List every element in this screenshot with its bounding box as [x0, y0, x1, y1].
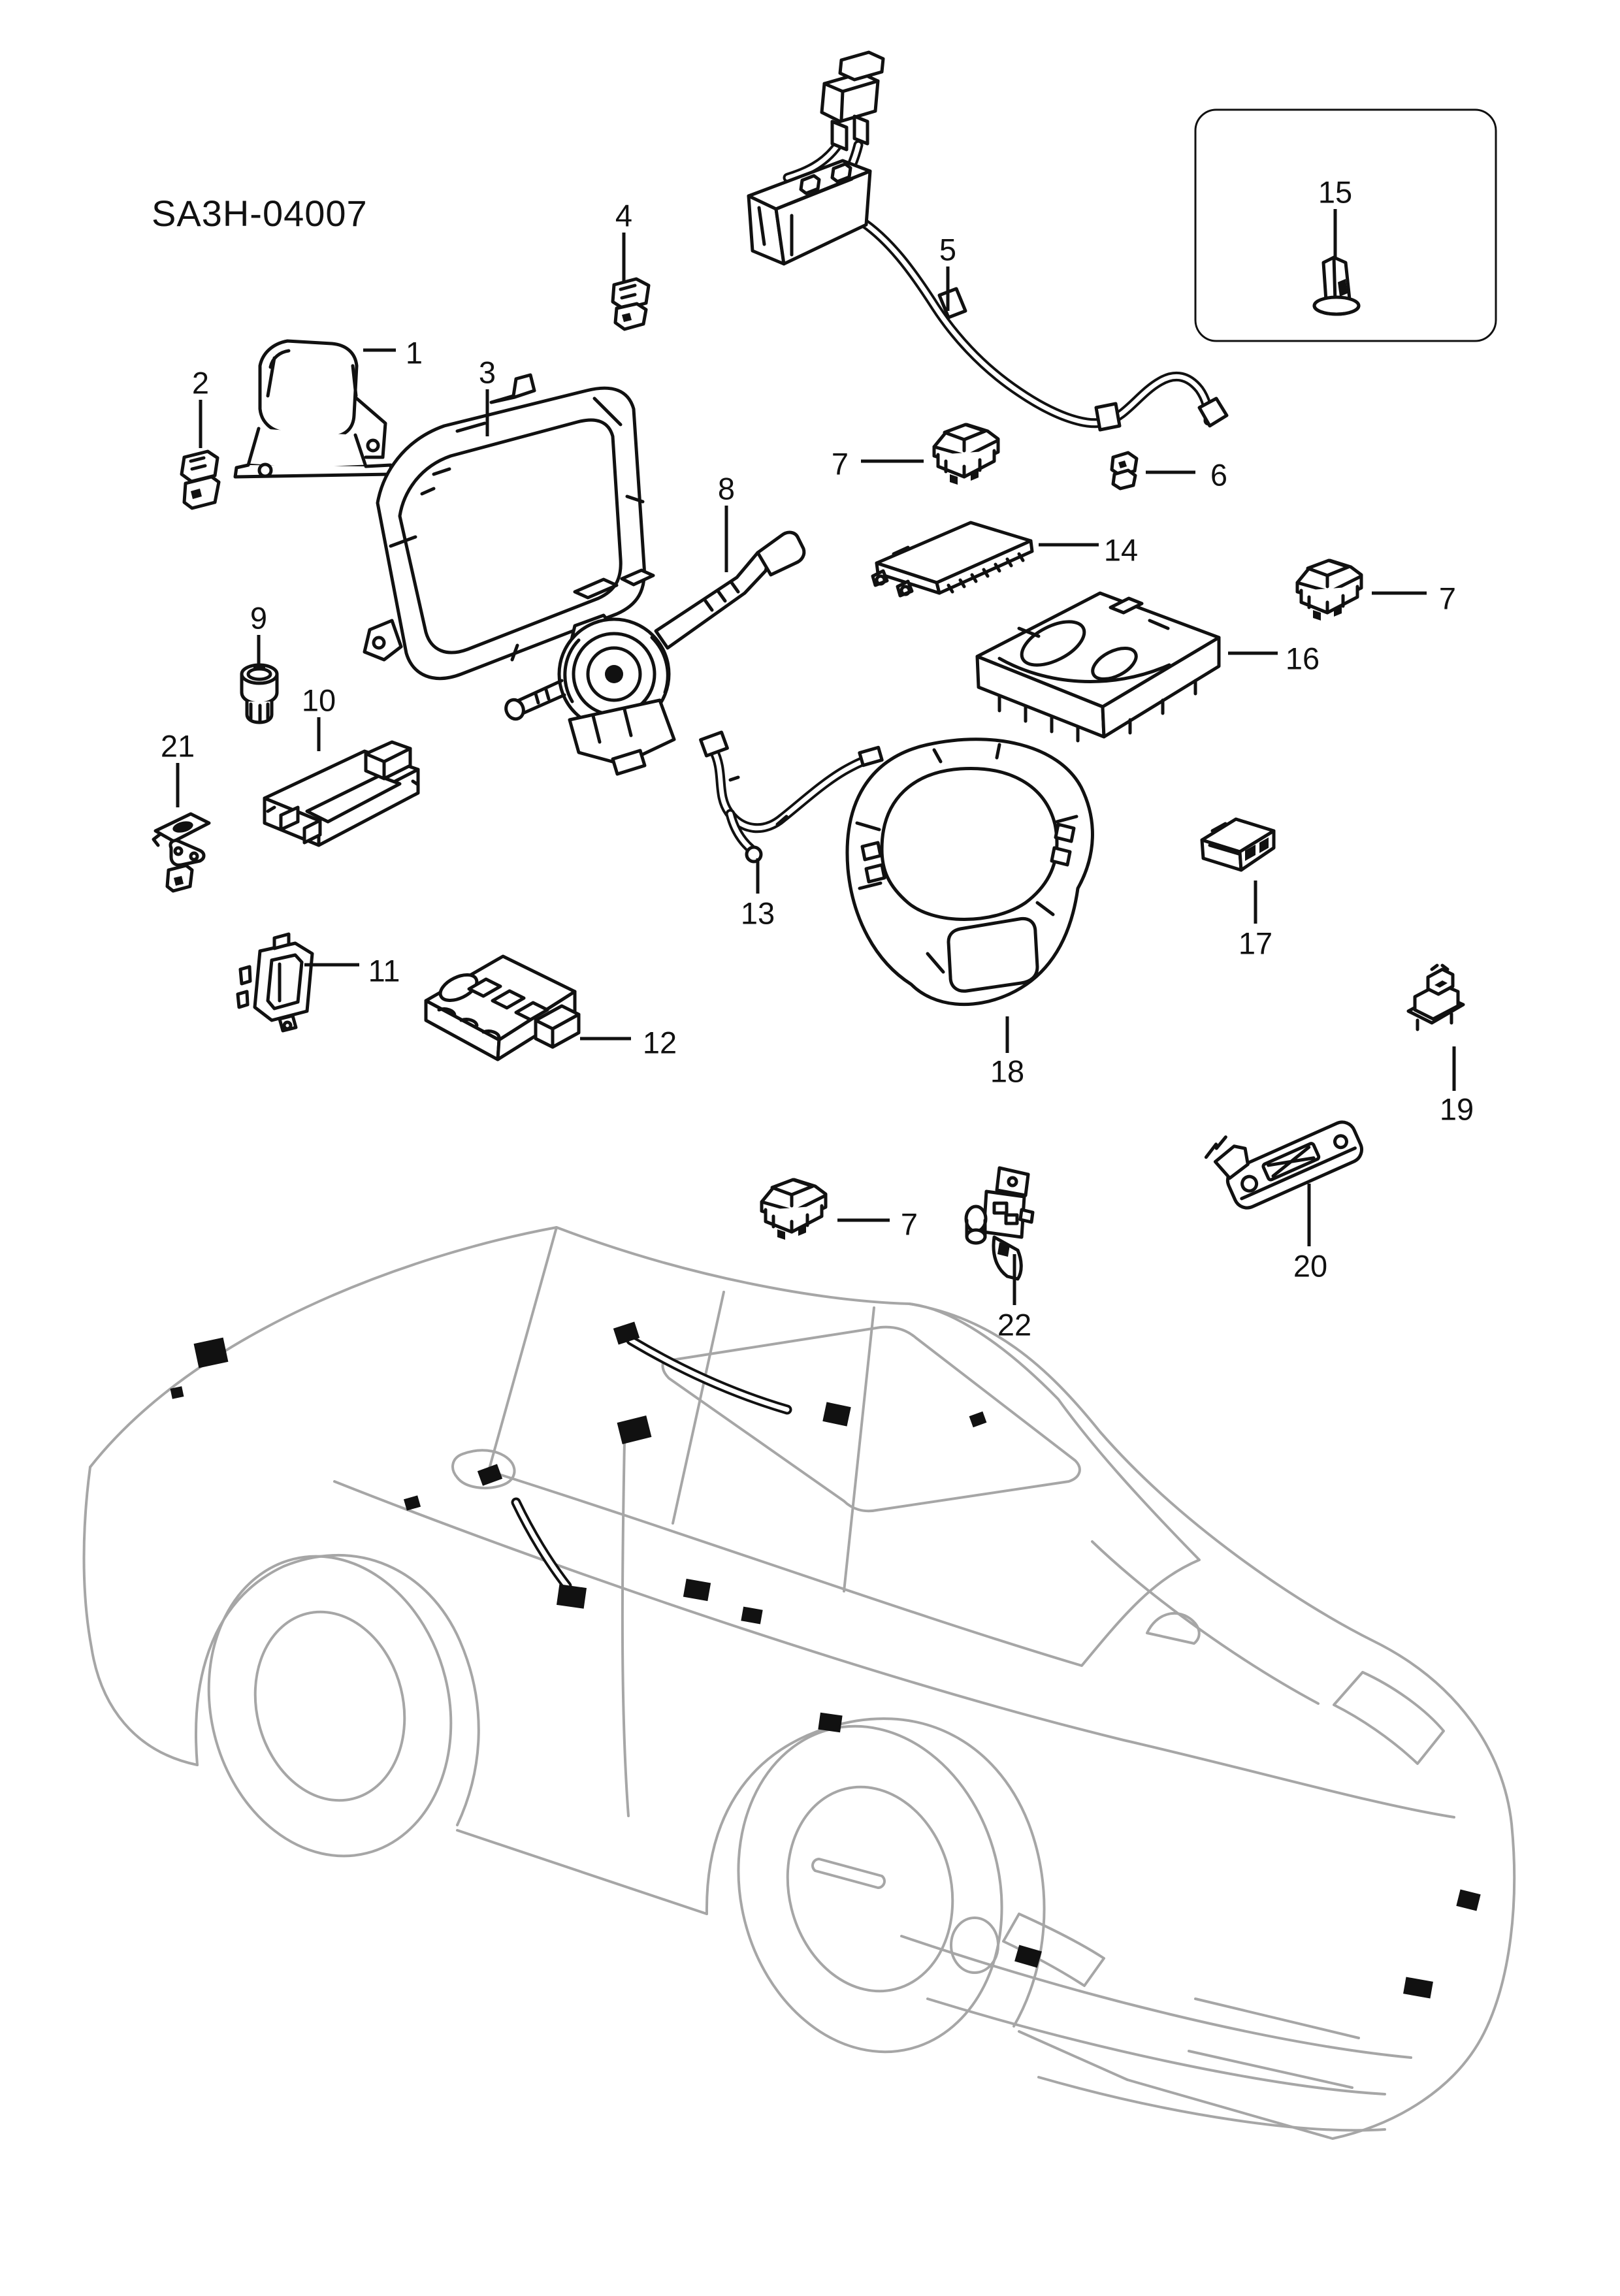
callout-label-7-7: 7: [1439, 581, 1456, 616]
callout-label-18-19: 18: [990, 1054, 1024, 1089]
vehicle-illustration: [82, 1226, 1516, 2140]
callout-label-21-22: 21: [161, 729, 195, 764]
callout-label-6-5: 6: [1210, 458, 1227, 493]
part-7-window-sub-switch-b: [1297, 560, 1361, 621]
part-9-start-stop-button: [240, 663, 279, 724]
callout-label-12-13: 12: [643, 1026, 677, 1060]
part-3-instrument-cluster-bezel: [363, 373, 646, 681]
part-12-master-window-switch: [424, 954, 581, 1061]
part-7-window-sub-switch-c: [762, 1180, 826, 1240]
callout-label-7-8: 7: [901, 1207, 918, 1242]
part-1-relay-with-bracket: [233, 339, 394, 479]
callout-label-17-18: 17: [1239, 926, 1272, 961]
part-4-small-switch: [611, 277, 651, 331]
part-15-clip-grommet-box: [1194, 108, 1497, 342]
callout-label-16-17: 16: [1286, 641, 1320, 676]
part-6-micro-switch: [1110, 451, 1139, 491]
part-11-bracket-switch: [236, 932, 314, 1033]
callout-label-5-4: 5: [939, 233, 956, 267]
part-19-small-switch-rear: [1406, 963, 1465, 1031]
callout-label-3-2: 3: [479, 355, 496, 390]
page-title: SA3H-04007: [152, 193, 368, 234]
callout-label-22-23: 22: [997, 1308, 1031, 1342]
callout-label-7-6: 7: [832, 447, 849, 481]
callout-label-8-9: 8: [718, 472, 735, 506]
callout-label-2-1: 2: [192, 366, 209, 400]
part-14-flat-control-module: [871, 521, 1034, 598]
vehicle-mounted-components: [170, 1321, 1481, 1999]
part-8-combination-switch-clock-spring: [504, 530, 806, 776]
part-17-usb-socket: [1200, 817, 1276, 872]
callout-label-11-12: 11: [368, 954, 400, 988]
part-13-wiring-pigtail: [699, 730, 884, 864]
part-16-overhead-console-unit: [975, 591, 1221, 743]
part-5-wiring-harness-with-module: [747, 50, 1229, 432]
part-20-license-plate-lamp: [1204, 1120, 1363, 1210]
part-2-small-connector-switch: [180, 449, 221, 510]
callout-label-20-21: 20: [1293, 1249, 1327, 1284]
callout-label-10-11: 10: [302, 683, 336, 718]
part-21-plate-bracket-switch: [152, 812, 211, 893]
callout-label-4-3: 4: [615, 199, 632, 233]
callout-label-15-16: 15: [1318, 175, 1352, 210]
part-7-window-sub-switch-a: [934, 425, 998, 485]
callout-label-1-0: 1: [406, 336, 423, 370]
callout-label-14-15: 14: [1104, 533, 1138, 568]
part-18-steering-wheel-switch-bezel: [845, 737, 1094, 1007]
callout-label-19-20: 19: [1440, 1092, 1474, 1127]
callout-label-13-14: 13: [741, 896, 775, 931]
callout-label-9-10: 9: [250, 601, 267, 636]
part-10-hazard-switch-panel: [263, 740, 420, 847]
part-22-latch-switch: [964, 1166, 1035, 1281]
